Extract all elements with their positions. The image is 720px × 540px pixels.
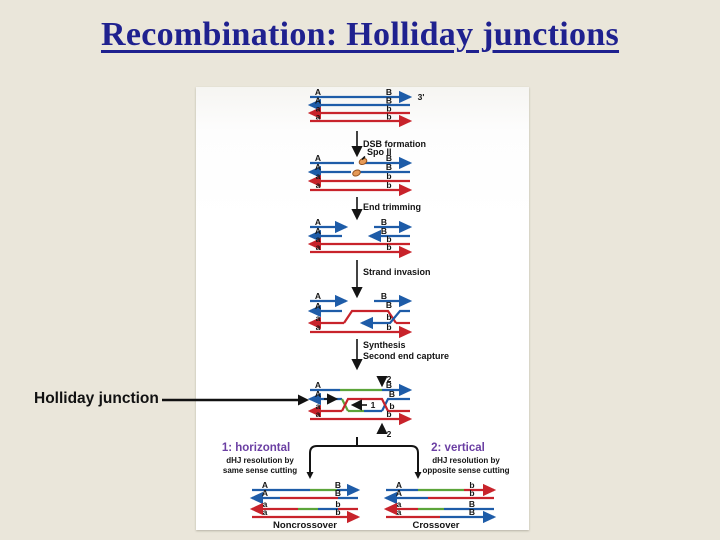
- crossover-product: A b A b a B a B Crossover: [383, 480, 497, 531]
- strand-label: B: [386, 162, 392, 172]
- strand-label: A: [315, 153, 321, 163]
- noncrossover-label: Noncrossover: [273, 520, 337, 530]
- strand-label: B: [469, 507, 475, 517]
- strand-label: A: [315, 291, 321, 301]
- noncrossover-product: A B A B a b a b Noncrossover: [249, 480, 361, 531]
- strand-label: a: [316, 322, 321, 332]
- strand-label: b: [389, 401, 394, 411]
- strand-label: b: [386, 322, 391, 332]
- spo2-label: Spo II: [367, 147, 392, 157]
- strand-label: B: [386, 87, 392, 97]
- strand-label: A: [315, 87, 321, 97]
- strand-label: a: [397, 499, 402, 509]
- cut-2-bottom-label: 2: [387, 429, 392, 439]
- strand-label: a: [397, 507, 402, 517]
- strand-label: B: [335, 480, 341, 490]
- strand-label: b: [469, 488, 474, 498]
- strand-label: A: [315, 389, 321, 399]
- strand-label: b: [386, 242, 391, 252]
- strand-label: a: [316, 104, 321, 114]
- holliday-junction-label: Holliday junction: [34, 390, 159, 407]
- resolution-branch-arrow: [306, 437, 422, 479]
- strand-invasion-label: Strand invasion: [363, 267, 431, 277]
- strand-label: A: [315, 162, 321, 172]
- strand-label: b: [386, 112, 391, 122]
- strand-label: B: [469, 499, 475, 509]
- strand-label: A: [315, 301, 321, 311]
- strand-label: A: [262, 480, 268, 490]
- strand-label: a: [316, 409, 321, 419]
- strand-label: B: [335, 488, 341, 498]
- stage-strand-invasion: A B A B a b a b: [307, 291, 413, 339]
- strand-label: A: [262, 488, 268, 498]
- strand-label: a: [316, 112, 321, 122]
- strand-label: b: [335, 499, 340, 509]
- dsb-formation-step-arrow: DSB formation: [351, 131, 426, 158]
- resolution-left-desc-1: dHJ resolution by: [226, 456, 294, 465]
- stage-parental-duplexes: A B 3' A B a b a b: [307, 87, 425, 128]
- strand-label: B: [386, 153, 392, 163]
- strand-label: b: [335, 507, 340, 517]
- dsb-formation-label: DSB formation: [363, 139, 426, 149]
- strand-label: b: [386, 312, 391, 322]
- strand-label: a: [316, 171, 321, 181]
- strand-label: B: [389, 389, 395, 399]
- spo2-protein-icon: [352, 169, 361, 177]
- stage-end-trimming: A B A B a b a b: [307, 217, 413, 259]
- strand-label: A: [396, 488, 402, 498]
- strand-label: a: [263, 507, 268, 517]
- end-trimming-step-arrow: End trimming: [351, 197, 421, 221]
- holliday-junction-pointer-arrow: [162, 394, 309, 406]
- strand-label: b: [386, 180, 391, 190]
- strand-label: b: [386, 234, 391, 244]
- stage-dsb: Spo II A B A B a b a b: [307, 147, 413, 197]
- diagram-panel: A B 3' A B a b a b DSB formation: [196, 87, 529, 531]
- strand-label: B: [386, 380, 392, 390]
- strand-label: B: [386, 300, 392, 310]
- synthesis-step-arrow: Synthesis Second end capture: [351, 339, 449, 371]
- strand-label: a: [316, 242, 321, 252]
- cut-2-top-label: 2: [387, 374, 392, 384]
- strand-label: b: [469, 480, 474, 490]
- strand-label: b: [386, 409, 391, 419]
- strand-label: B: [381, 217, 387, 227]
- three-prime-label: 3': [418, 92, 425, 102]
- strand-label: A: [396, 480, 402, 490]
- strand-label: b: [386, 104, 391, 114]
- resolution-left-title: 1: horizontal: [222, 442, 290, 454]
- resolution-right-title: 2: vertical: [431, 442, 485, 454]
- recombination-diagram: A B 3' A B a b a b DSB formation: [222, 87, 510, 531]
- end-trimming-label: End trimming: [363, 202, 421, 212]
- strand-label: B: [381, 291, 387, 301]
- strand-label: A: [315, 217, 321, 227]
- strand-label: a: [316, 401, 321, 411]
- strand-label: b: [386, 171, 391, 181]
- strand-label: a: [316, 234, 321, 244]
- page-title: Recombination: Holliday junctions: [100, 16, 620, 53]
- resolution-right-desc-2: opposite sense cutting: [422, 466, 509, 475]
- strand-label: a: [316, 313, 321, 323]
- strand-label: a: [316, 180, 321, 190]
- strand-label: B: [386, 96, 392, 106]
- strand-invasion-step-arrow: Strand invasion: [351, 260, 431, 299]
- resolution-right-desc-1: dHJ resolution by: [432, 456, 500, 465]
- synthesis-label: Synthesis: [363, 340, 406, 350]
- strand-label: A: [315, 96, 321, 106]
- stage-double-holliday-junction: 2 1 2 A B A B: [307, 374, 413, 439]
- crossover-label: Crossover: [413, 520, 460, 530]
- cut-1-label: 1: [371, 400, 376, 410]
- second-end-capture-label: Second end capture: [363, 351, 449, 361]
- resolution-left-desc-2: same sense cutting: [223, 466, 297, 475]
- strand-label: A: [315, 380, 321, 390]
- strand-label: a: [263, 499, 268, 509]
- strand-label: A: [315, 226, 321, 236]
- strand-label: B: [381, 226, 387, 236]
